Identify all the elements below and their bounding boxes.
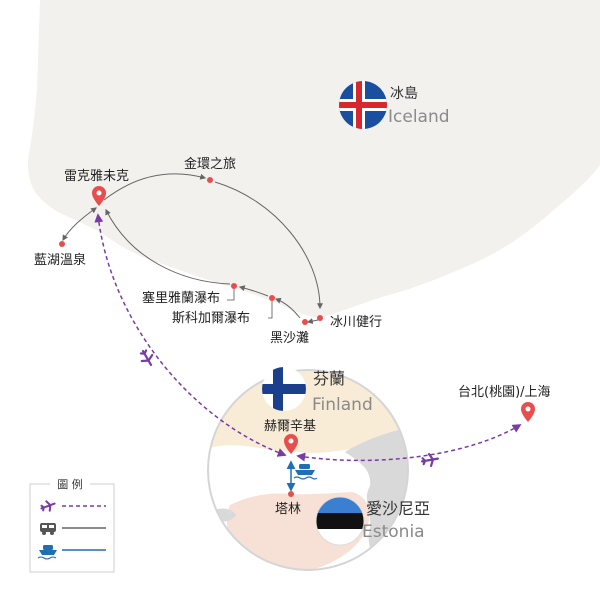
flight-routes [94, 213, 522, 462]
glacier-hiking-label: 冰川健行 [330, 315, 382, 330]
seljalandsfoss-label: 塞里雅蘭瀑布 [142, 290, 220, 306]
helsinki-pin-icon [284, 434, 298, 454]
iceland-name-en: Iceland [388, 107, 450, 127]
place-dots [59, 177, 323, 497]
airplane-icon [421, 452, 439, 468]
leader-lines [227, 289, 273, 319]
blue-lagoon-dot [59, 241, 65, 247]
iceland-flag-icon [339, 81, 387, 129]
taipei-label: 台北(桃園)/上海 [458, 385, 551, 400]
reykjavik-pin-icon [92, 186, 106, 206]
black-sand-dot [302, 319, 308, 325]
glacier-dot [317, 315, 323, 321]
inset-border [207, 369, 409, 571]
ferry-icon [37, 545, 57, 560]
finland-flag-icon [262, 367, 306, 411]
ferry-icon [293, 464, 318, 480]
airplane-icon [40, 500, 56, 512]
tallinn-dot [288, 491, 294, 497]
blue-lagoon-label: 藍湖溫泉 [34, 252, 86, 268]
legend-title: 圖 例 [57, 477, 83, 491]
estonia-name-en: Estonia [362, 522, 425, 542]
iceland-name-zh: 冰島 [390, 86, 418, 102]
airplane-icon [139, 349, 154, 367]
reykjavik-label: 雷克雅未克 [64, 169, 129, 184]
taipei-pin-icon [521, 402, 535, 422]
seljalandsfoss-dot [231, 283, 237, 289]
estonia-flag-icon [316, 497, 364, 545]
golden-circle-dot [207, 177, 213, 183]
legend: 圖 例 [29, 477, 115, 573]
finland-name-en: Finland [312, 395, 373, 415]
skogafoss-dot [269, 295, 275, 301]
tallinn-label: 塔林 [275, 502, 301, 517]
black-sand-label: 黑沙灘 [270, 331, 309, 346]
iceland-landmass [27, 0, 600, 318]
helsinki-label: 赫爾辛基 [264, 419, 316, 434]
estonia-name-zh: 愛沙尼亞 [366, 499, 430, 518]
bus-icon [40, 523, 56, 535]
finland-name-zh: 芬蘭 [313, 369, 345, 388]
golden-circle-label: 金環之旅 [184, 156, 236, 172]
skogafoss-label: 斯科加爾瀑布 [172, 311, 250, 326]
